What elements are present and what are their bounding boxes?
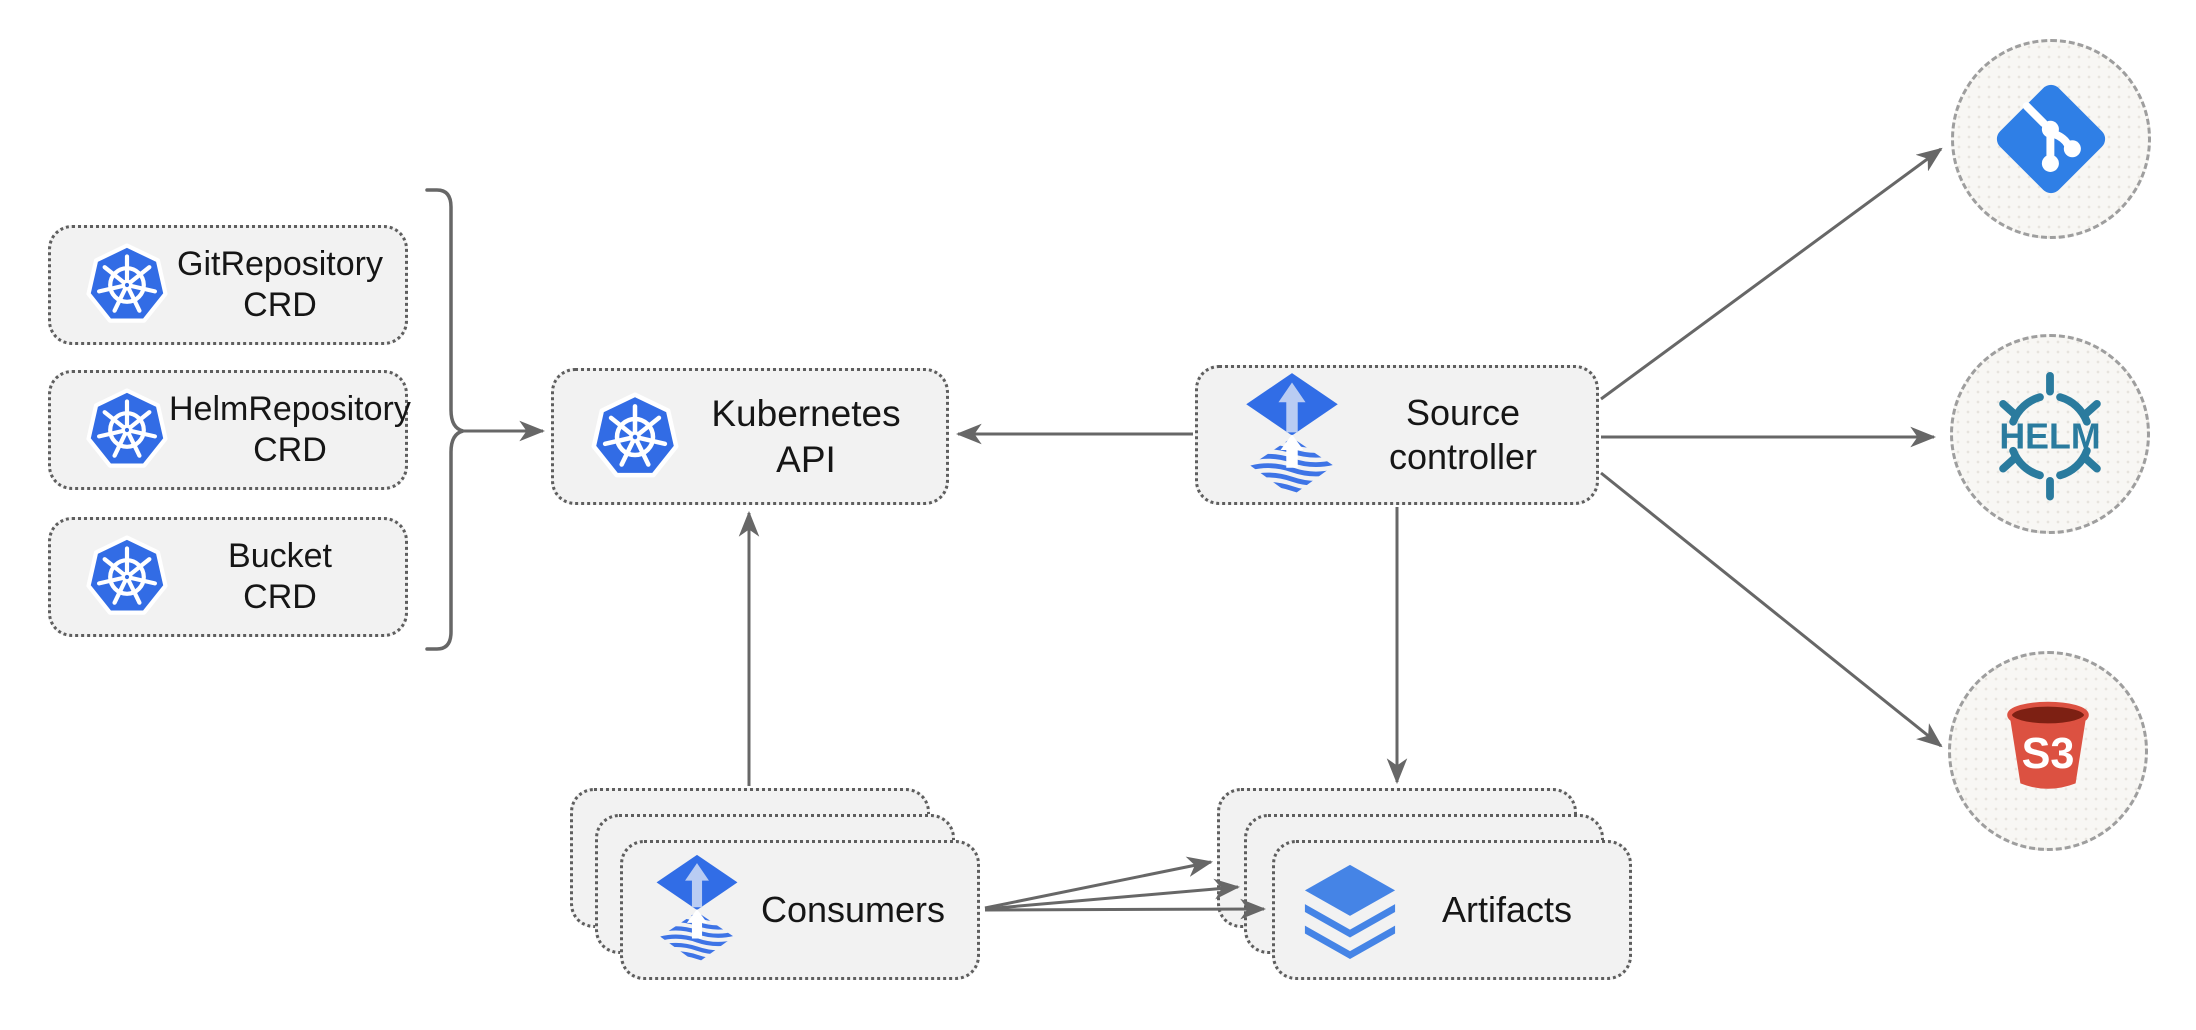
- endpoint-helm: HELM: [1950, 334, 2150, 534]
- node-source-controller: Source controller: [1195, 365, 1599, 505]
- node-git-repository-crd: GitRepository CRD: [48, 225, 408, 345]
- helm-label: HELM: [1999, 417, 2100, 457]
- node-bucket-crd: Bucket CRD: [48, 517, 408, 637]
- node-label: Kubernetes API: [711, 393, 901, 480]
- node-helm-repository-crd: HelmRepository CRD: [48, 370, 411, 490]
- kubernetes-icon: [85, 388, 169, 472]
- crd-group-bracket: [425, 188, 464, 651]
- node-label: GitRepository CRD: [177, 244, 383, 324]
- kubernetes-icon: [85, 243, 169, 327]
- kubernetes-icon: [590, 392, 680, 482]
- node-consumers: Consumers: [620, 840, 980, 980]
- node-label: HelmRepository CRD: [169, 389, 411, 469]
- helm-icon: HELM: [1999, 372, 2101, 501]
- node-label: Bucket CRD: [228, 536, 332, 616]
- arrow-source-controller-to-s3: [1600, 471, 1943, 748]
- node-label: Source controller: [1388, 392, 1538, 477]
- node-artifacts: Artifacts: [1272, 840, 1632, 980]
- git-icon: [1990, 78, 2112, 200]
- arrow-consumers-to-artifacts-1: [984, 856, 1214, 910]
- flux-icon: [651, 853, 743, 967]
- flux-icon: [1240, 371, 1344, 500]
- kubernetes-icon: [85, 535, 169, 619]
- arrow-source-controller-to-git: [1600, 147, 1943, 401]
- s3-label: S3: [2022, 730, 2075, 778]
- layers-icon: [1301, 861, 1399, 959]
- node-label: Artifacts: [1441, 889, 1573, 931]
- s3-bucket-icon: S3: [2007, 701, 2089, 789]
- endpoint-s3: S3: [1948, 651, 2148, 851]
- node-label: Consumers: [760, 889, 946, 931]
- node-kubernetes-api: Kubernetes API: [551, 368, 949, 505]
- arrow-consumers-to-artifacts-2: [984, 878, 1241, 911]
- endpoint-git: [1951, 39, 2151, 239]
